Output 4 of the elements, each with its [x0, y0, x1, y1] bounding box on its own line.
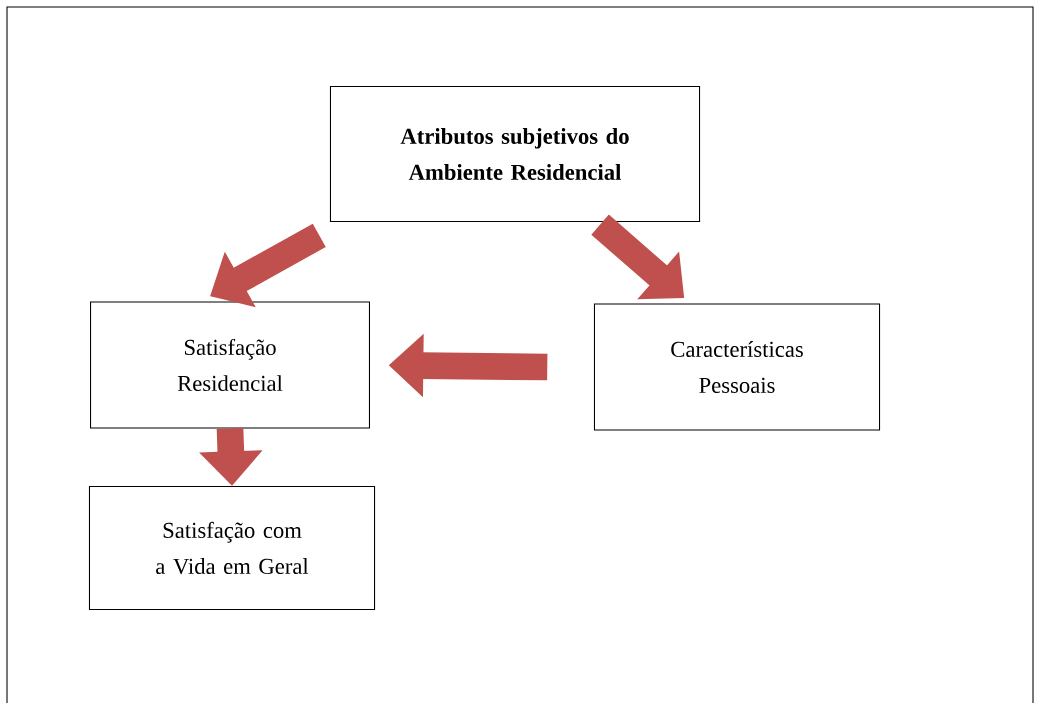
text-box: Características Pessoais [593, 303, 881, 431]
text-box: Atributos subjetivos do Ambiente Residencial [329, 86, 701, 222]
text-box: Satisfação com a Vida em Geral [88, 486, 376, 610]
text-box: Satisfação Residencial [90, 301, 370, 429]
